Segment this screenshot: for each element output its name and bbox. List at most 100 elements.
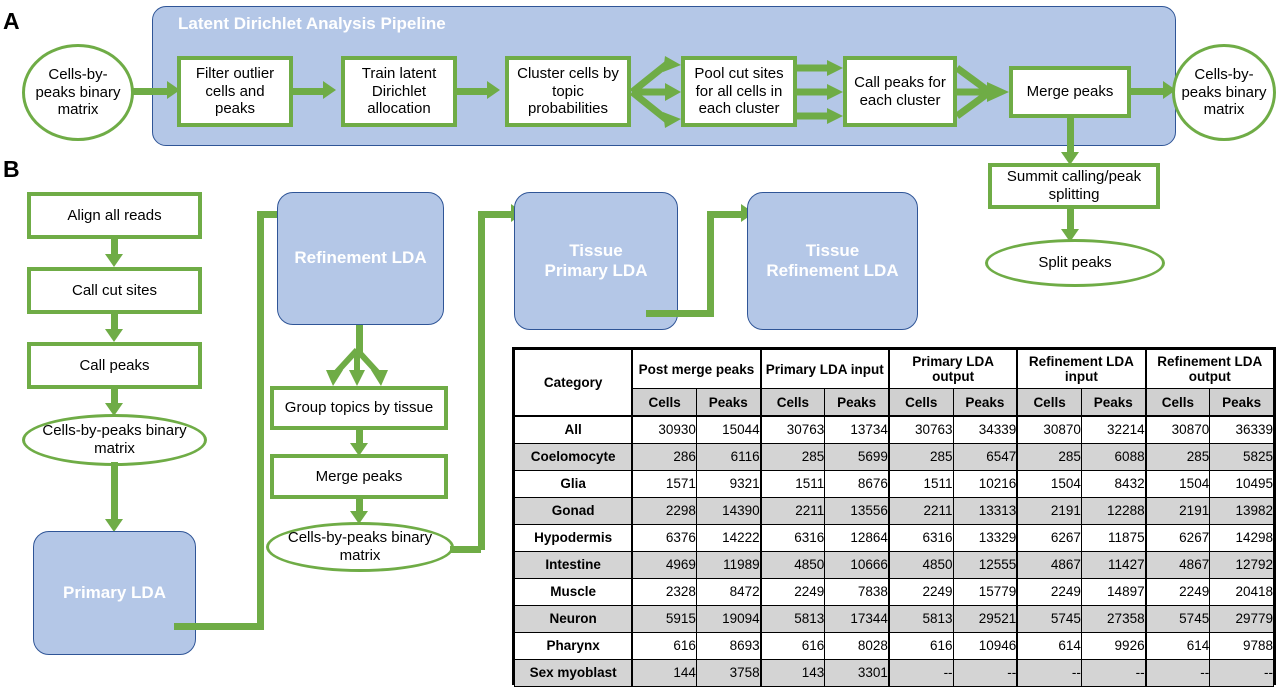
table-cell-value: 5825 [1209, 442, 1274, 471]
tissue-refinement-lda-line2: Refinement LDA [766, 261, 899, 280]
table-cell-value: 30930 [631, 415, 697, 444]
table-cell-value: 8432 [1080, 469, 1147, 498]
step-summit-calling: Summit calling/peak splitting [988, 163, 1160, 209]
connector-refinement-to-group-fan [318, 347, 396, 392]
table-cell-value: -- [887, 658, 954, 687]
table-cell-value: 10495 [1209, 469, 1274, 498]
tissue-primary-lda-line1: Tissue [569, 240, 623, 260]
table-cell-value: 2249 [1144, 577, 1211, 606]
arrowhead-align-to-cutsites [105, 254, 123, 267]
table-subheader-peaks: Peaks [1209, 388, 1274, 417]
table-subheader-peaks: Peaks [1080, 388, 1147, 417]
table-cell-value: 6316 [759, 523, 826, 552]
table-cell-category: Gonad [514, 496, 633, 525]
table-cell-value: -- [952, 658, 1018, 687]
table-cell-value: 5699 [824, 442, 890, 471]
table-cell-value: 12792 [1209, 550, 1274, 579]
table-cell-value: 27358 [1080, 604, 1147, 633]
table-cell-value: 9926 [1080, 631, 1147, 660]
table-cell-value: 11875 [1080, 523, 1147, 552]
table-cell-value: 29521 [952, 604, 1018, 633]
table-cell-value: 14298 [1209, 523, 1274, 552]
table-cell-value: 8676 [824, 469, 890, 498]
connector-primary-to-refinement-h2 [257, 211, 287, 218]
table-cell-value: 13313 [952, 496, 1018, 525]
table-cell-value: 34339 [952, 415, 1018, 444]
table-cell-value: 10216 [952, 469, 1018, 498]
table-cell-value: 6267 [1016, 523, 1082, 552]
step-merge-peaks: Merge peaks [1009, 66, 1131, 118]
table-subheader-peaks: Peaks [695, 388, 762, 417]
connector-callpeaks-to-merge [954, 50, 1011, 134]
table-cell-value: 4867 [1016, 550, 1082, 579]
panel-b-letter: B [3, 156, 20, 182]
connector-callpeaks-to-matrix [111, 389, 118, 405]
connector-primary-to-refinement-v [257, 211, 264, 630]
table-cell-value: 10946 [952, 631, 1018, 660]
table-cell-value: 5745 [1144, 604, 1211, 633]
table-cell-value: 30763 [887, 415, 954, 444]
panel-a-input-node: Cells-by-peaks binary matrix [22, 44, 134, 141]
step-merge-peaks-b: Merge peaks [270, 454, 448, 499]
table-cell-value: 2249 [759, 577, 826, 606]
connector-tissueprimary-to-tissuerefinement-h1 [646, 310, 714, 317]
table-cell-value: 2328 [631, 577, 697, 606]
table-subheader-cells: Cells [631, 388, 697, 417]
step-pool-cut-sites: Pool cut sites for all cells in each clu… [681, 56, 797, 127]
table-cell-value: 6116 [695, 442, 762, 471]
table-cell-value: -- [1144, 658, 1211, 687]
table-cell-value: -- [1080, 658, 1147, 687]
table-cell-value: 7838 [824, 577, 890, 606]
table-cell-value: 30763 [759, 415, 826, 444]
table-cell-value: 4969 [631, 550, 697, 579]
table-cell-value: 6088 [1080, 442, 1147, 471]
table-cell-value: 2298 [631, 496, 697, 525]
table-cell-value: 17344 [824, 604, 890, 633]
table-cell-value: 11989 [695, 550, 762, 579]
table-cell-category: Neuron [514, 604, 633, 633]
table-group-header: Refinement LDA output [1144, 349, 1274, 389]
connector-align-to-cutsites [111, 239, 118, 257]
table-group-header: Post merge peaks [631, 349, 762, 389]
connector-midmatrix-to-tissueprimary-h1 [450, 546, 481, 553]
table-cell-value: 2211 [759, 496, 826, 525]
table-group-header: Primary LDA input [759, 349, 890, 389]
table-cell-value: 144 [631, 658, 697, 687]
table-cell-value: 13556 [824, 496, 890, 525]
table-cell-category: Glia [514, 469, 633, 498]
step-align-all-reads: Align all reads [27, 192, 202, 239]
table-cell-value: 285 [1144, 442, 1211, 471]
step-group-topics-by-tissue: Group topics by tissue [270, 386, 448, 430]
connector-cluster-to-pool-fan [629, 50, 683, 134]
table-cell-value: 4850 [887, 550, 954, 579]
lda-pipeline-container [152, 6, 1176, 146]
split-peaks-node: Split peaks [985, 239, 1165, 287]
tissue-refinement-lda-line1: Tissue [805, 240, 860, 260]
table-cell-value: 9321 [695, 469, 762, 498]
refinement-lda-box: Refinement LDA [277, 192, 444, 325]
table-cell-value: 1511 [759, 469, 826, 498]
table-cell-value: 6267 [1144, 523, 1211, 552]
table-cell-value: 5813 [759, 604, 826, 633]
table-cell-value: 13329 [952, 523, 1018, 552]
table-cell-value: 285 [887, 442, 954, 471]
connector-merge-to-midmatrix [356, 499, 363, 513]
table-cell-value: 614 [1016, 631, 1082, 660]
table-cell-value: 285 [759, 442, 826, 471]
table-cell-value: 15044 [695, 415, 762, 444]
table-cell-value: 36339 [1209, 415, 1274, 444]
table-cell-value: 11427 [1080, 550, 1147, 579]
table-cell-value: 6316 [887, 523, 954, 552]
connector-matrix-to-primary-lda [111, 462, 118, 522]
table-cell-value: 20418 [1209, 577, 1274, 606]
arrowhead-merge-to-midmatrix [350, 511, 368, 524]
table-cell-value: 12288 [1080, 496, 1147, 525]
table-cell-value: 15779 [952, 577, 1018, 606]
arrowhead-merge-to-summit [1061, 152, 1079, 165]
